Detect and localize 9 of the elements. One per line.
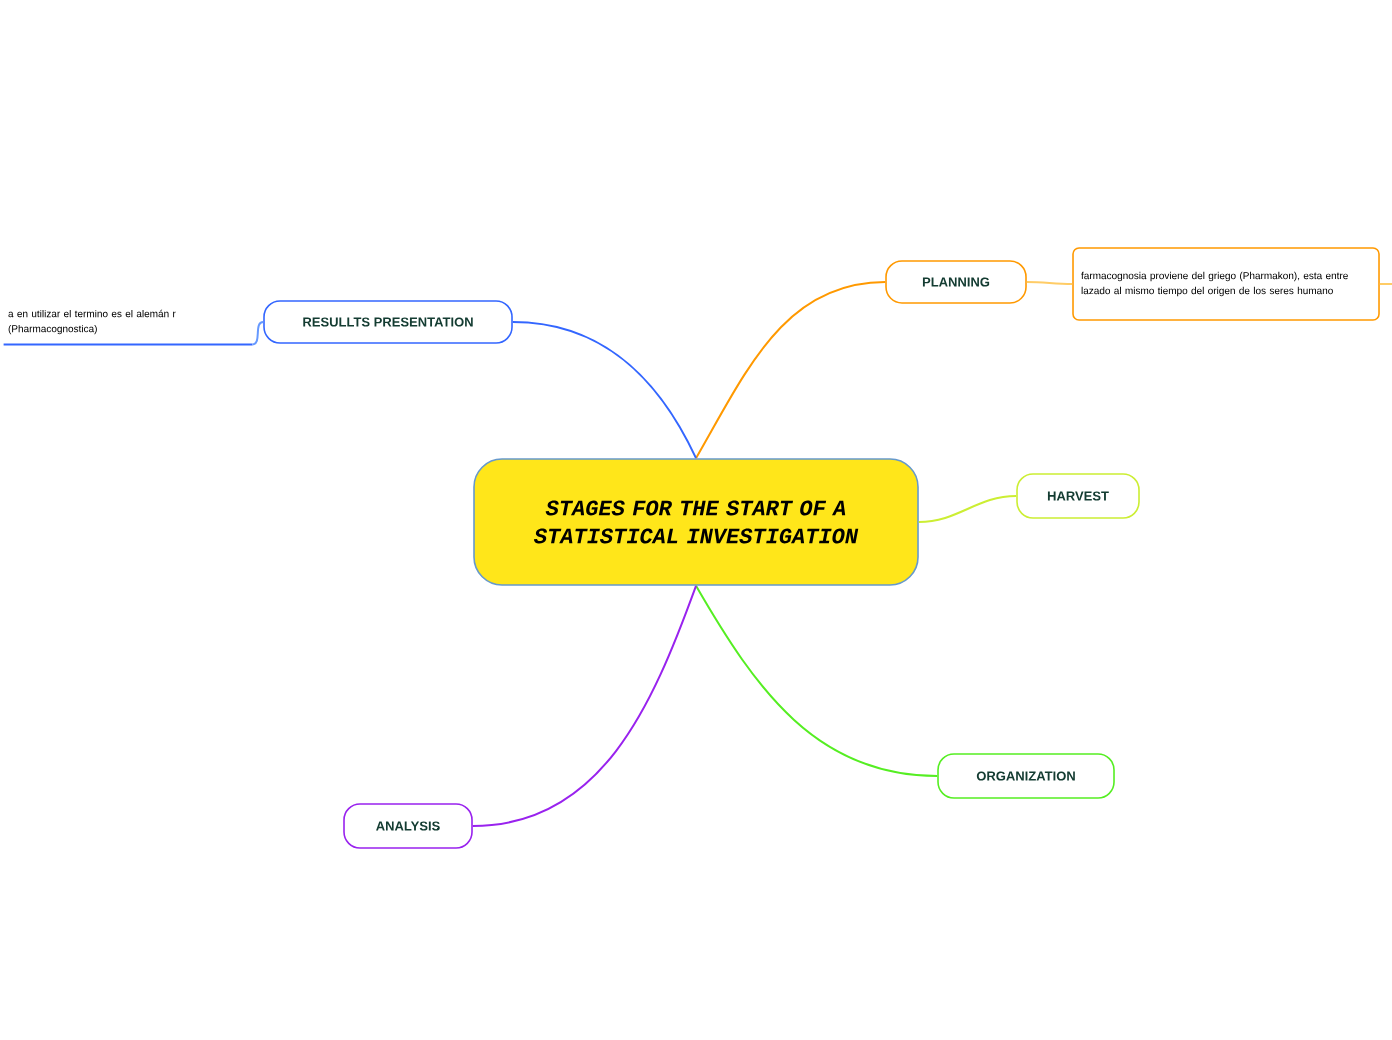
branch-line [471,584,697,827]
branch-line [695,281,887,460]
branch-line [1025,281,1074,285]
branch-line [511,321,697,460]
branch-line [1378,283,1392,285]
central-topic-box: STAGES FOR THE START OF A STATISTICAL INVESTIGATION [473,458,919,586]
branch-line [251,321,265,346]
branch-line [695,584,939,777]
branch-line [917,495,1018,523]
